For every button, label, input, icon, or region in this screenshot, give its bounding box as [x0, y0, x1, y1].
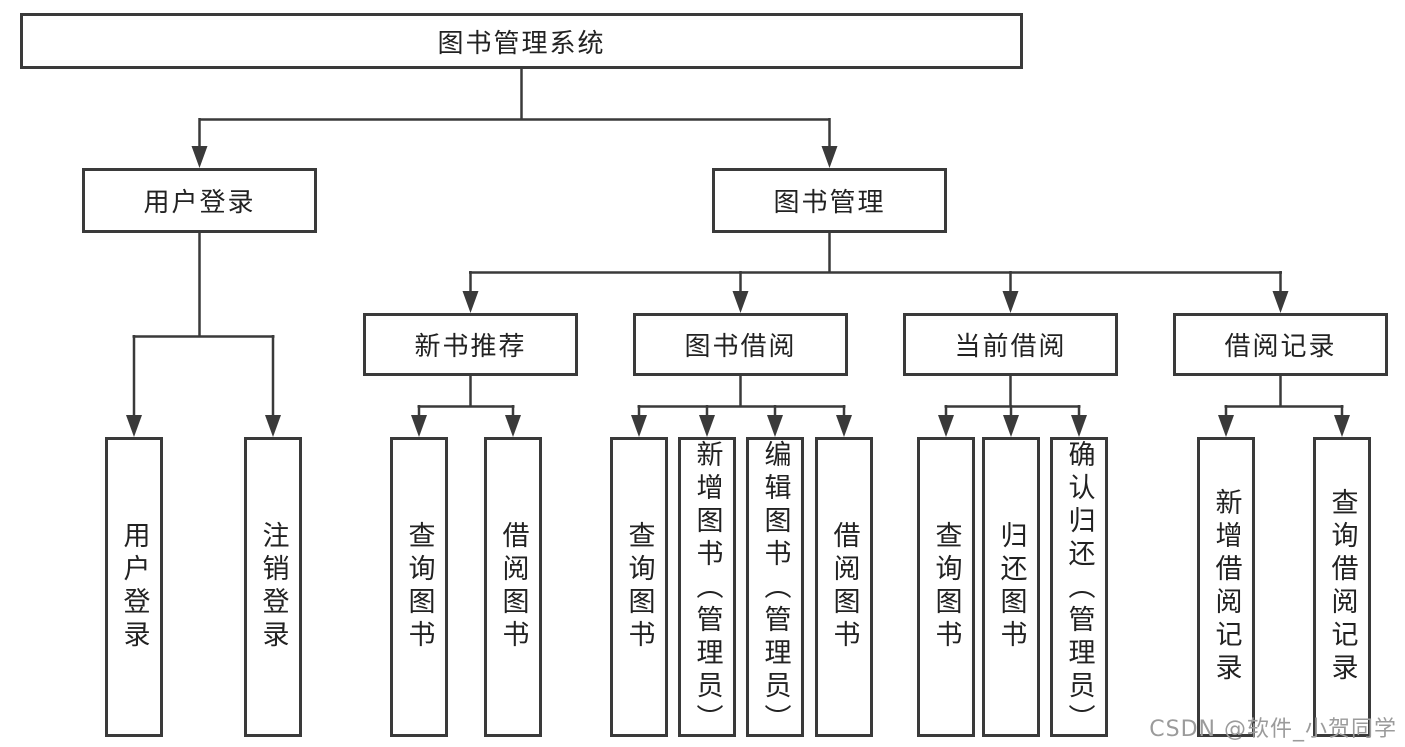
leaf-edit-books-admin: 编辑图书（管理员） — [746, 437, 804, 737]
leaf-add-books-admin-label: 新增图书（管理员） — [691, 440, 723, 737]
leaf-edit-books-admin-label: 编辑图书（管理员） — [759, 440, 791, 737]
leaf-add-borrow-record: 新增借阅记录 — [1197, 437, 1255, 737]
watermark-text: CSDN @软件_小贺同学 — [1149, 717, 1397, 742]
node-book-borrowing-label: 图书借阅 — [684, 332, 797, 362]
leaf-borrow-books-borrowing-label: 借阅图书 — [828, 521, 860, 653]
node-borrowing-records-label: 借阅记录 — [1224, 332, 1337, 362]
leaf-query-borrow-record-label: 查询借阅记录 — [1326, 488, 1358, 686]
leaf-borrow-books-recommend-label: 借阅图书 — [497, 521, 529, 653]
leaf-query-books-borrowing: 查询图书 — [610, 437, 668, 737]
leaf-borrow-books-borrowing: 借阅图书 — [815, 437, 873, 737]
node-current-borrowing: 当前借阅 — [903, 313, 1118, 376]
leaf-query-books-recommend: 查询图书 — [390, 437, 448, 737]
leaf-query-books-current-label: 查询图书 — [930, 521, 962, 653]
node-book-management-label: 图书管理 — [773, 188, 886, 218]
node-library-system-label: 图书管理系统 — [437, 28, 606, 59]
node-borrowing-records: 借阅记录 — [1173, 313, 1388, 376]
leaf-confirm-return-admin-label: 确认归还（管理员） — [1063, 440, 1095, 737]
leaf-logout-label: 注销登录 — [257, 521, 289, 653]
leaf-return-books-label: 归还图书 — [995, 521, 1027, 653]
leaf-add-borrow-record-label: 新增借阅记录 — [1210, 488, 1242, 686]
leaf-borrow-books-recommend: 借阅图书 — [484, 437, 542, 737]
node-new-book-recommend: 新书推荐 — [363, 313, 578, 376]
node-book-borrowing: 图书借阅 — [633, 313, 848, 376]
leaf-logout: 注销登录 — [244, 437, 302, 737]
leaf-query-books-recommend-label: 查询图书 — [403, 521, 435, 653]
node-user-login: 用户登录 — [82, 168, 317, 233]
leaf-return-books: 归还图书 — [982, 437, 1040, 737]
leaf-query-books-current: 查询图书 — [917, 437, 975, 737]
leaf-user-login: 用户登录 — [105, 437, 163, 737]
node-user-login-label: 用户登录 — [143, 188, 256, 218]
leaf-user-login-label: 用户登录 — [118, 521, 150, 653]
node-library-system: 图书管理系统 — [20, 13, 1023, 69]
node-current-borrowing-label: 当前借阅 — [954, 332, 1067, 362]
leaf-confirm-return-admin: 确认归还（管理员） — [1050, 437, 1108, 737]
leaf-query-borrow-record: 查询借阅记录 — [1313, 437, 1371, 737]
node-new-book-recommend-label: 新书推荐 — [414, 332, 527, 362]
node-book-management: 图书管理 — [712, 168, 947, 233]
leaf-add-books-admin: 新增图书（管理员） — [678, 437, 736, 737]
leaf-query-books-borrowing-label: 查询图书 — [623, 521, 655, 653]
